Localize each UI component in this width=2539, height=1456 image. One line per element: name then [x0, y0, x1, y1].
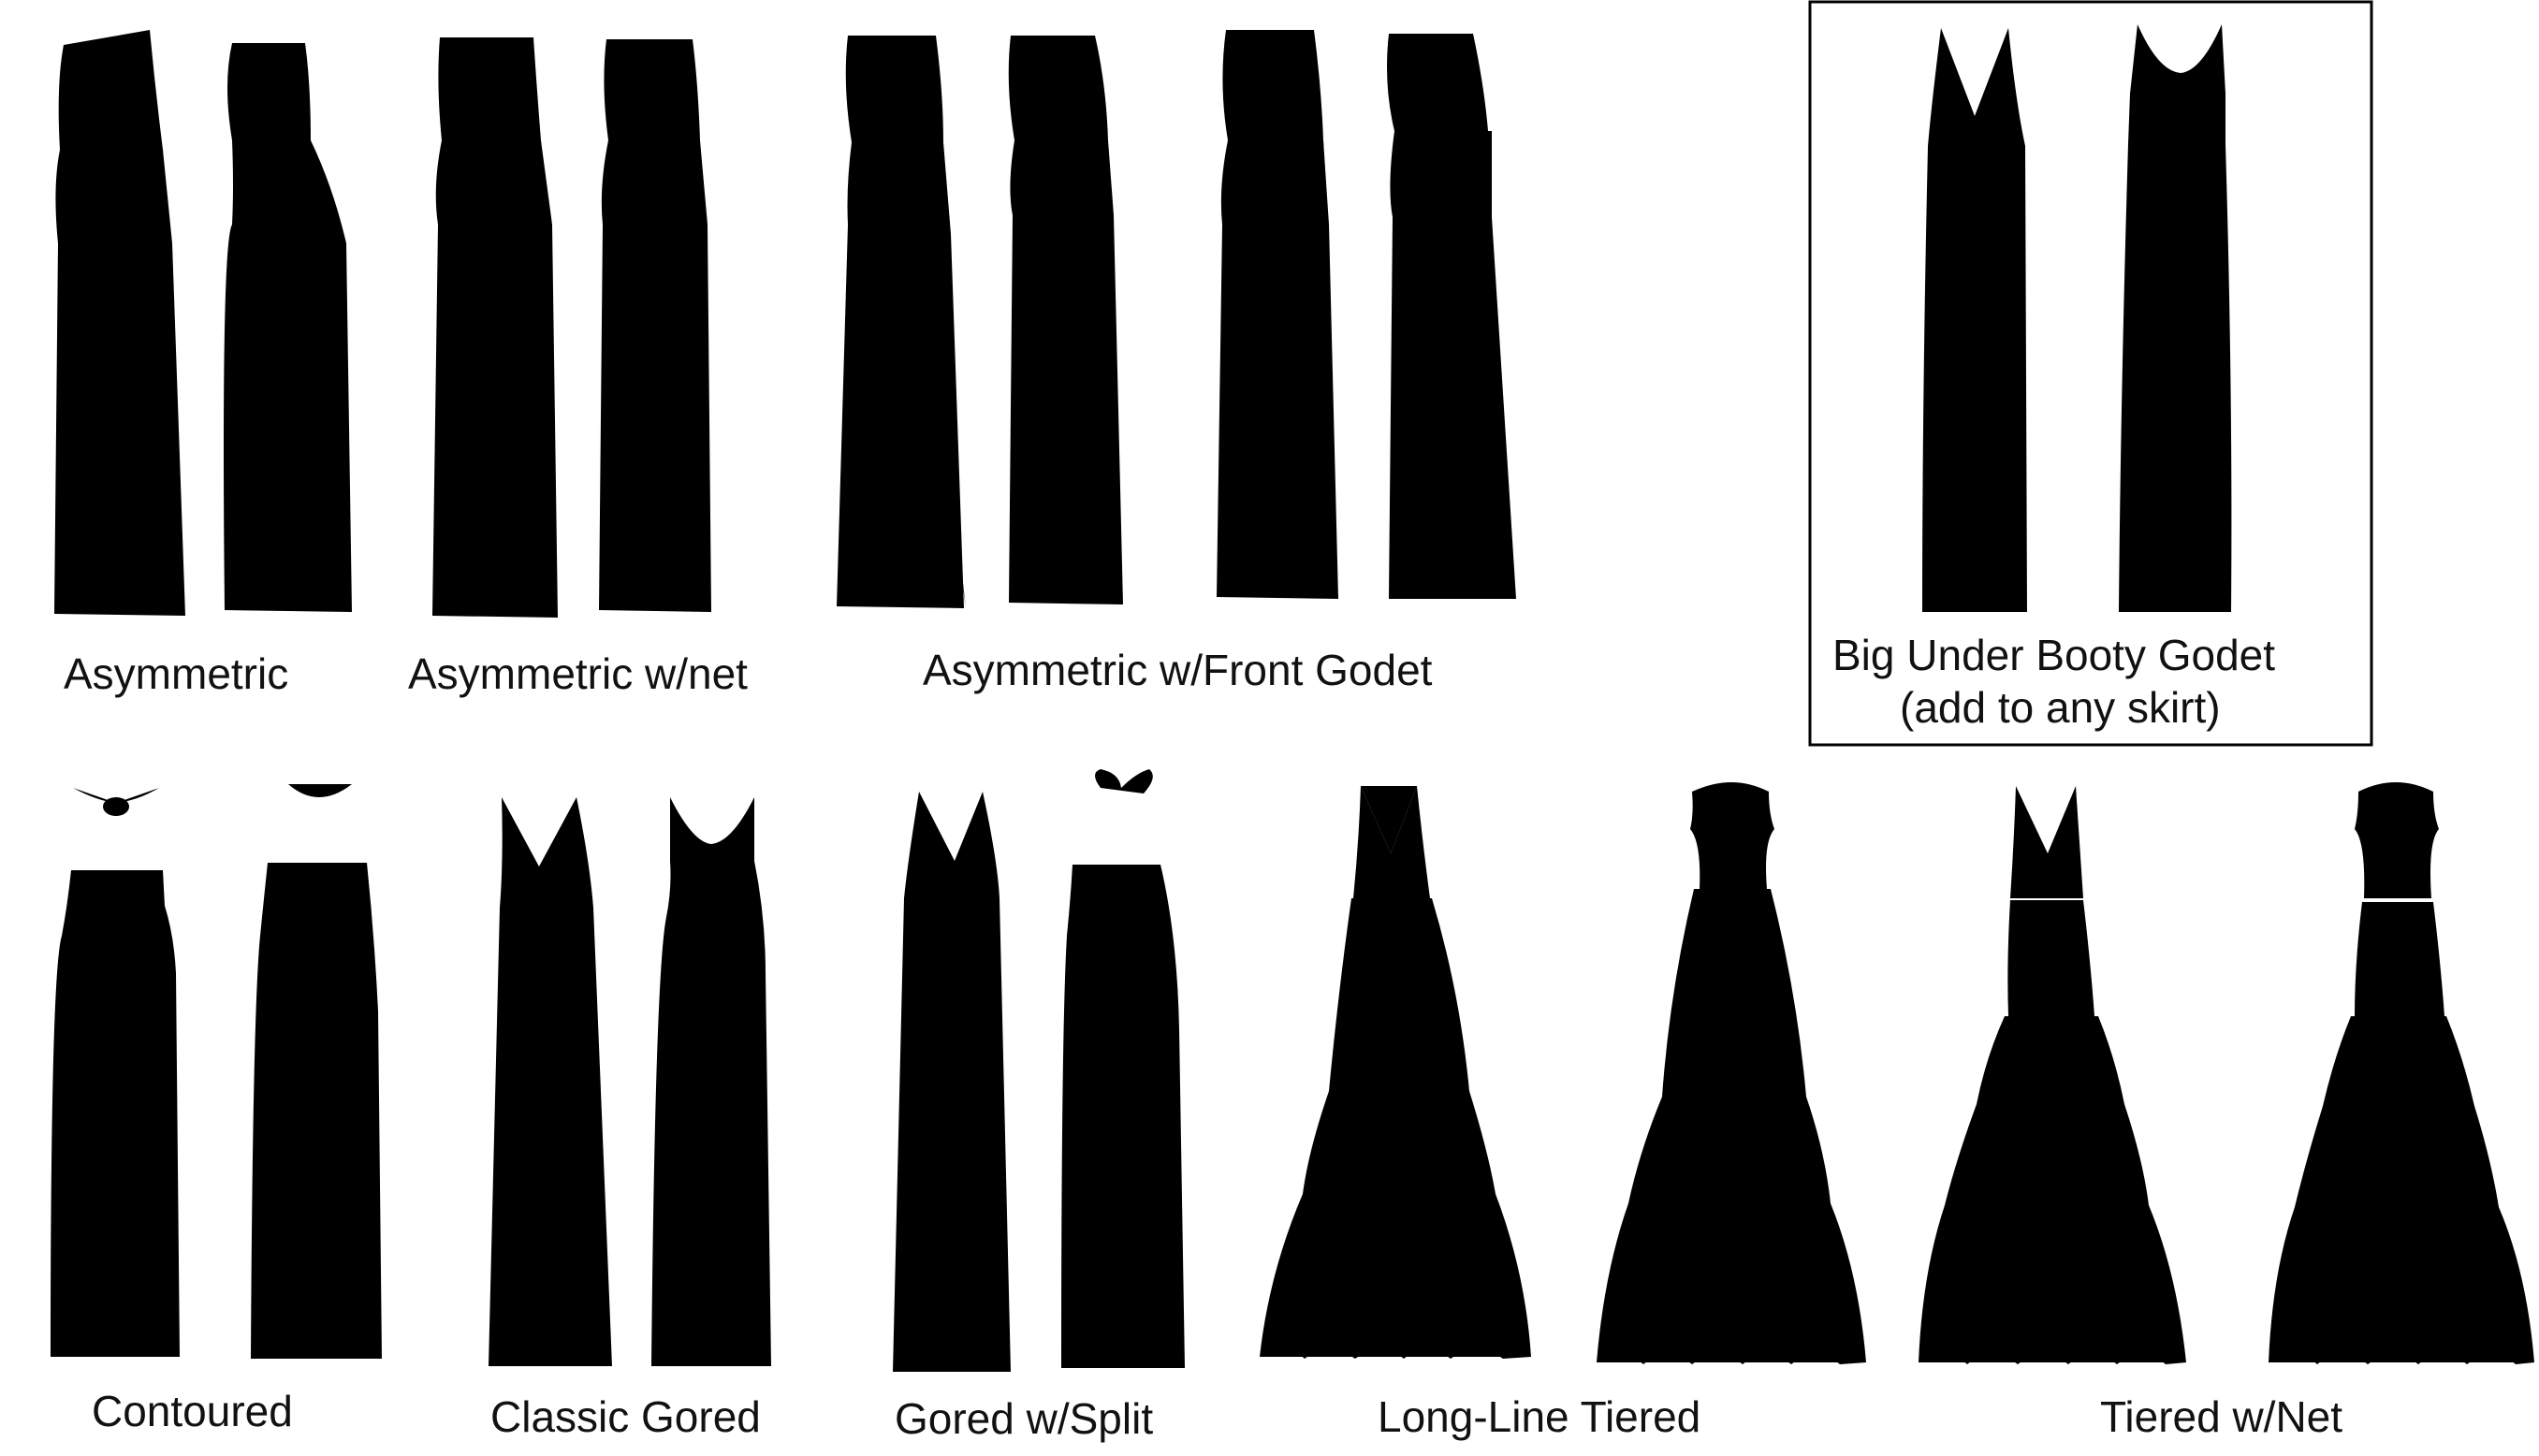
label-asymmetric-godet: Asymmetric w/Front Godet	[923, 646, 1433, 694]
label-booty-godet-line2: (add to any skirt)	[1900, 683, 2221, 732]
asymmetric-godet-net-front-drawing	[1217, 30, 1338, 599]
booty-godet-back-drawing	[2119, 24, 2232, 612]
label-asymmetric-net: Asymmetric w/net	[408, 649, 748, 698]
label-contoured: Contoured	[92, 1387, 293, 1435]
label-asymmetric: Asymmetric	[64, 649, 288, 698]
label-gored-split: Gored w/Split	[895, 1394, 1153, 1443]
gored-split-back-drawing	[1061, 769, 1185, 1368]
asymmetric-godet-back-drawing	[1008, 36, 1123, 604]
longline-tiered-front-drawing	[1260, 786, 1531, 1359]
asymmetric-net-back-drawing	[599, 39, 711, 612]
longline-tiered-back-drawing	[1597, 782, 1866, 1364]
label-tiered-net: Tiered w/Net	[2100, 1392, 2342, 1441]
booty-godet-frame	[1808, 0, 2373, 747]
gored-split-front-drawing	[893, 792, 1011, 1372]
contoured-front-drawing	[51, 788, 180, 1359]
tiered-net-front-drawing	[1919, 786, 2186, 1364]
asymmetric-back-drawing	[224, 43, 352, 612]
booty-godet-front-drawing	[1922, 28, 2027, 612]
classic-gored-back-drawing	[651, 797, 771, 1366]
asymmetric-front-drawing	[54, 30, 185, 616]
asymmetric-godet-net-back-drawing	[1387, 34, 1516, 599]
tiered-net-back-drawing	[2269, 782, 2534, 1364]
asymmetric-godet-front-drawing	[837, 36, 966, 608]
label-longline-tiered: Long-Line Tiered	[1378, 1392, 1700, 1441]
label-booty-godet-line1: Big Under Booty Godet	[1832, 631, 2275, 679]
contoured-back-drawing	[251, 784, 382, 1359]
asymmetric-net-front-drawing	[432, 37, 558, 618]
label-classic-gored: Classic Gored	[490, 1392, 761, 1441]
classic-gored-front-drawing	[489, 797, 612, 1366]
